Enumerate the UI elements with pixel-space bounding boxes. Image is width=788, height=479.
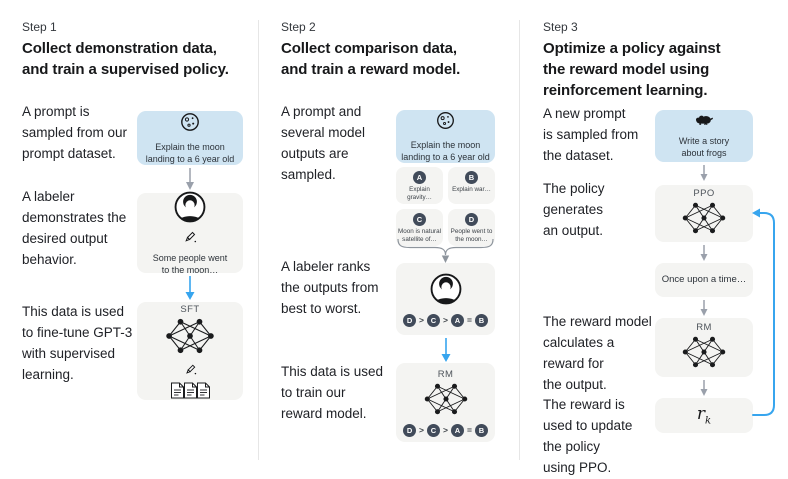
- down-arrow-icon: [698, 299, 710, 322]
- ranking-badge: A: [450, 423, 464, 437]
- ranking-separator: =: [466, 425, 472, 435]
- down-arrow-blue-icon: [184, 275, 196, 306]
- step2-column: Step 2 Collect comparison data, and trai…: [262, 0, 518, 479]
- step2-heading: Collect comparison data, and train a rew…: [281, 40, 461, 78]
- step1-column: Step 1 Collect demonstration data, and t…: [0, 0, 258, 479]
- pencil-icon: [183, 229, 197, 248]
- step1-prompt-box: Explain the moon landing to a 6 year old: [137, 111, 243, 165]
- chip-text: Explain war…: [452, 186, 491, 193]
- ranking-separator: >: [443, 425, 448, 435]
- step1-labeler-box: Some people went to the moon…: [137, 190, 243, 275]
- step3-label: Step 3: [543, 20, 578, 34]
- ranking-badge: C: [427, 423, 441, 437]
- rm-label: RM: [696, 321, 712, 333]
- pencil-icon: [184, 362, 197, 380]
- output-chip-a: A Explain gravity…: [396, 167, 443, 204]
- step2-prompt-text: Explain the moon landing to a 6 year old: [401, 139, 490, 162]
- step1-demonstration-text: Some people went to the moon…: [152, 253, 228, 275]
- down-arrow-icon: [698, 379, 710, 402]
- labeler-avatar-icon: [173, 190, 207, 229]
- step1-heading: Collect demonstration data, and train a …: [22, 40, 229, 78]
- moon-icon: [436, 111, 455, 135]
- documents-icon: [170, 382, 211, 399]
- step1-sft-box: SFT: [137, 302, 243, 400]
- sft-label: SFT: [180, 303, 200, 315]
- step2-label: Step 2: [281, 20, 316, 34]
- ranking: D > C > A = B: [403, 423, 488, 437]
- ranking: D > C > A = B: [403, 313, 488, 327]
- step2-caption-ranked: A labeler ranks the outputs from best to…: [281, 259, 379, 316]
- ranking-badge: D: [403, 313, 417, 327]
- step3-caption-update: The reward is used to update the policy …: [543, 397, 633, 475]
- step1-caption-labeler: A labeler demonstrates the desired outpu…: [22, 189, 127, 267]
- chip-text: People went to the moon…: [450, 228, 493, 243]
- neural-network-icon: [164, 317, 216, 360]
- step1-label: Step 1: [22, 20, 57, 34]
- ranking-badge: A: [450, 313, 464, 327]
- ppo-label: PPO: [693, 187, 715, 199]
- step2-caption-train: This data is used to train our reward mo…: [281, 364, 384, 421]
- output-chip-c: C Moon is natural satellite of…: [396, 209, 443, 246]
- ranking-badge: B: [474, 313, 488, 327]
- step3-caption-prompt: A new prompt is sampled from the dataset…: [543, 106, 639, 163]
- step3-heading: Optimize a policy against the reward mod…: [543, 40, 721, 99]
- down-arrow-icon: [698, 164, 710, 187]
- ranking-separator: >: [419, 315, 425, 325]
- step2-labeler-box: D > C > A = B: [396, 263, 495, 335]
- ranking-separator: >: [419, 425, 425, 435]
- step3-ppo-box: PPO: [655, 185, 753, 242]
- reward-symbol: rk: [696, 404, 712, 427]
- step2-caption-sampled: A prompt and several model outputs are s…: [281, 104, 366, 182]
- step3-output-text: Once upon a time…: [661, 274, 747, 285]
- step2-rm-box: RM D >: [396, 363, 495, 442]
- moon-icon: [180, 112, 200, 137]
- down-arrow-icon: [698, 244, 710, 267]
- chip-letter-badge: D: [465, 213, 478, 226]
- brace-merge-icon: [396, 238, 495, 269]
- neural-network-icon: [422, 382, 470, 421]
- ranking-badge: C: [427, 313, 441, 327]
- step3-prompt-box: Write a story about frogs: [655, 110, 753, 162]
- feedback-loop-arrow: [748, 205, 782, 434]
- rm-label: RM: [437, 368, 454, 380]
- step3-caption-reward: The reward model calculates a reward for…: [543, 314, 652, 392]
- neural-network-icon: [680, 335, 728, 374]
- step1-caption-finetune: This data is used to fine-tune GPT-3 wit…: [22, 304, 133, 382]
- step3-column: Step 3 Optimize a policy against the rew…: [524, 0, 788, 479]
- ranking-badge: D: [403, 423, 417, 437]
- step1-prompt-text: Explain the moon landing to a 6 year old: [145, 141, 235, 164]
- down-arrow-blue-icon: [440, 337, 452, 368]
- ranking-separator: >: [443, 315, 448, 325]
- column-divider: [258, 20, 259, 460]
- output-chip-d: D People went to the moon…: [448, 209, 495, 246]
- step3-reward-box: rk: [655, 398, 753, 433]
- step3-output-box: Once upon a time…: [655, 263, 753, 297]
- labeler-avatar-icon: [429, 272, 463, 311]
- model-output-chips: A Explain gravity… B Explain war… C Moon…: [396, 167, 495, 246]
- step2-prompt-box: Explain the moon landing to a 6 year old: [396, 110, 495, 163]
- chip-letter-badge: C: [413, 213, 426, 226]
- step1-caption-prompt: A prompt is sampled from our prompt data…: [22, 104, 128, 161]
- down-arrow-icon: [184, 167, 196, 196]
- step3-prompt-text: Write a story about frogs: [678, 136, 730, 158]
- chip-letter-badge: B: [465, 171, 478, 184]
- chip-letter-badge: A: [413, 171, 426, 184]
- step3-caption-policy: The policy generates an output.: [543, 181, 605, 238]
- chip-text: Moon is natural satellite of…: [397, 228, 442, 243]
- frog-icon: [694, 113, 714, 131]
- output-chip-b: B Explain war…: [448, 167, 495, 204]
- ranking-badge: B: [474, 423, 488, 437]
- ranking-separator: =: [466, 315, 472, 325]
- column-divider: [519, 20, 520, 460]
- step3-rm-box: RM: [655, 318, 753, 377]
- chip-text: Explain gravity…: [407, 186, 432, 201]
- neural-network-icon: [680, 201, 728, 240]
